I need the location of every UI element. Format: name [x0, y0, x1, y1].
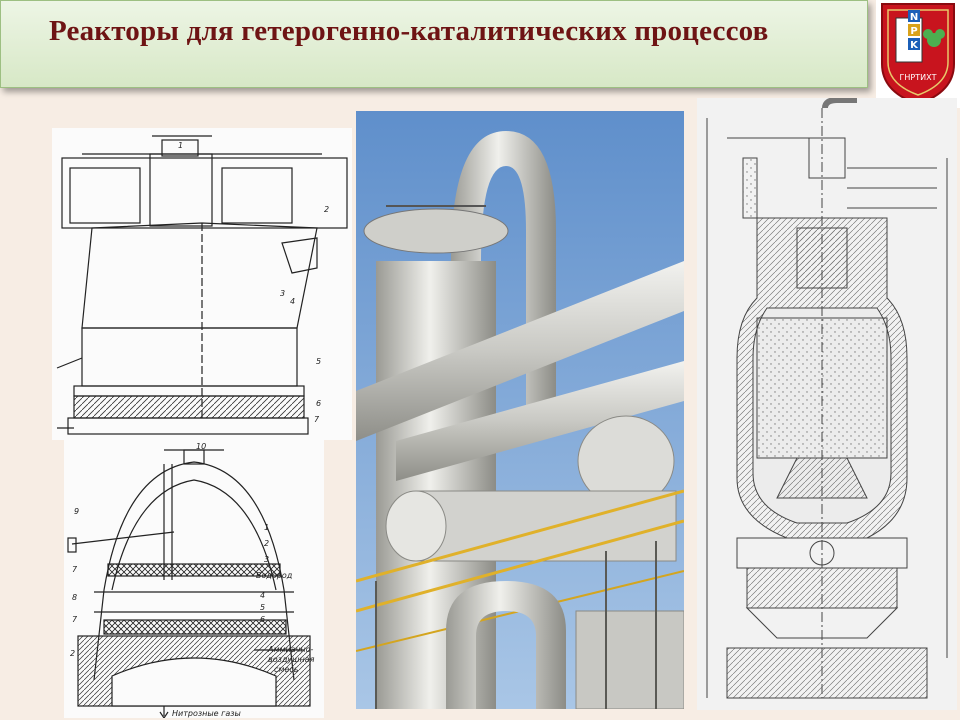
- university-logo: N P K ГНРТИХТ: [876, 0, 960, 108]
- logo-letter-k: K: [910, 40, 919, 51]
- label-2: 2: [324, 205, 329, 214]
- label-b3: 3: [264, 555, 269, 564]
- label-10: 10: [196, 442, 206, 451]
- label-b8: 8: [72, 593, 77, 602]
- logo-letter-n: N: [910, 12, 918, 23]
- logo-letter-p: P: [910, 26, 917, 37]
- label-b7a: 7: [72, 565, 78, 574]
- label-b6: 6: [260, 615, 265, 624]
- reactor-drawing-top-left: 1 2 3 4 5 6 7: [52, 128, 352, 440]
- label-mix-1: Аммиачно-: [267, 645, 313, 654]
- label-4: 4: [290, 297, 295, 306]
- reactor-drawing-right: [697, 98, 957, 710]
- label-3: 3: [280, 289, 285, 298]
- reactor-drawing-bottom-left: 10 9 1 2 3 Водород 7 8 4 5 6 7 2 Аммиачн…: [64, 440, 324, 718]
- label-1: 1: [178, 141, 183, 150]
- label-b5: 5: [260, 603, 265, 612]
- label-gases: Нитрозные газы: [172, 709, 241, 718]
- label-6: 6: [316, 399, 321, 408]
- label-b4: 4: [260, 591, 265, 600]
- plant-photo: [356, 111, 684, 709]
- label-5: 5: [316, 357, 321, 366]
- label-hydrogen: Водород: [256, 571, 293, 580]
- label-b2: 2: [264, 539, 269, 548]
- label-b7b: 7: [72, 615, 78, 624]
- label-b1: 1: [264, 523, 269, 532]
- logo-caption: ГНРТИХТ: [900, 73, 937, 82]
- title-bar: Реакторы для гетерогенно-каталитических …: [0, 0, 868, 88]
- label-7: 7: [314, 415, 320, 424]
- slide-title: Реакторы для гетерогенно-каталитических …: [49, 15, 769, 47]
- label-b2b: 2: [70, 649, 75, 658]
- label-mix-3: смесь: [274, 665, 299, 674]
- label-mix-2: воздушная: [268, 655, 315, 664]
- label-9: 9: [74, 507, 79, 516]
